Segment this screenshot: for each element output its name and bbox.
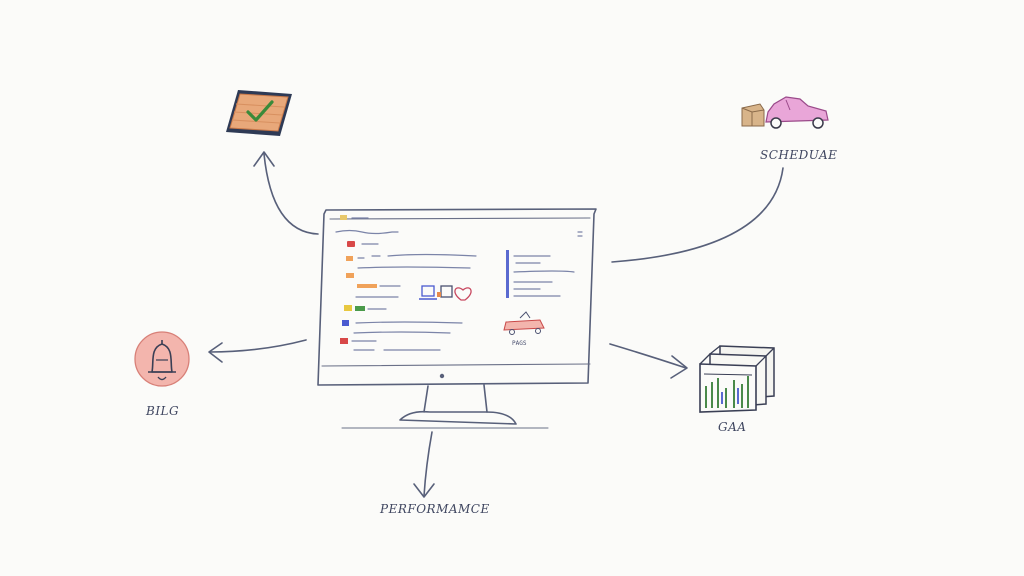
list-item-icon-yellow (344, 305, 352, 311)
window-breadcrumb-scribble (335, 229, 399, 235)
list-item-icon-orange (346, 256, 353, 261)
checklist-icon (226, 90, 292, 136)
connectors (208, 151, 784, 498)
monitor-bezel-line (321, 363, 591, 367)
screen-delivery-sketch (503, 311, 545, 335)
arrow-to-checklist-head (253, 151, 275, 167)
arrow-to-bell-head (208, 342, 223, 363)
screen-annotation: PAGS (512, 340, 527, 347)
heart-icon (454, 287, 472, 301)
screen-icon-group (419, 285, 472, 301)
monitor-stand-base (399, 410, 517, 425)
arrow-to-data-head (670, 355, 688, 379)
arrow-to-data (609, 343, 687, 369)
schedule-label: SCHEDUAE (760, 148, 838, 162)
list-item-icon-red (340, 338, 348, 344)
list-item-text (357, 266, 471, 269)
delivery-icon (741, 96, 829, 129)
screen-content: PAGS (335, 215, 583, 351)
arrow-to-schedule (611, 167, 784, 263)
list-item-text (357, 253, 477, 259)
list-item-text (355, 321, 463, 324)
monitor-power-button (439, 373, 445, 379)
panel-accent-bar (506, 250, 509, 298)
panel-text (513, 270, 575, 273)
bell-icon (134, 331, 190, 387)
list-item-icon-orange (346, 273, 354, 278)
list-item-icon-red (347, 241, 355, 247)
window-close-icon (577, 231, 583, 237)
server-rack-icon (699, 345, 775, 413)
list-item-icon-green (355, 306, 365, 311)
bell-label: BILG (146, 404, 180, 418)
list-item-icon-blue (342, 320, 349, 326)
monitor-frame (317, 208, 597, 386)
monitor (317, 208, 597, 429)
arrow-to-bell (209, 339, 307, 353)
arrow-to-checklist (263, 153, 319, 235)
window-app-icon (340, 215, 347, 220)
document-icon (440, 285, 453, 298)
list-item-text (353, 331, 451, 334)
performance-label: PERFORMAMCE (380, 502, 490, 516)
monitor-neck (423, 384, 488, 413)
monitor-screen-top-edge (329, 217, 591, 220)
arrow-to-performance-head (413, 483, 435, 498)
data-label: GAA (718, 420, 747, 434)
arrow-to-performance (423, 431, 433, 497)
laptop-icon (421, 285, 435, 297)
list-item-highlight-bar (357, 284, 377, 288)
